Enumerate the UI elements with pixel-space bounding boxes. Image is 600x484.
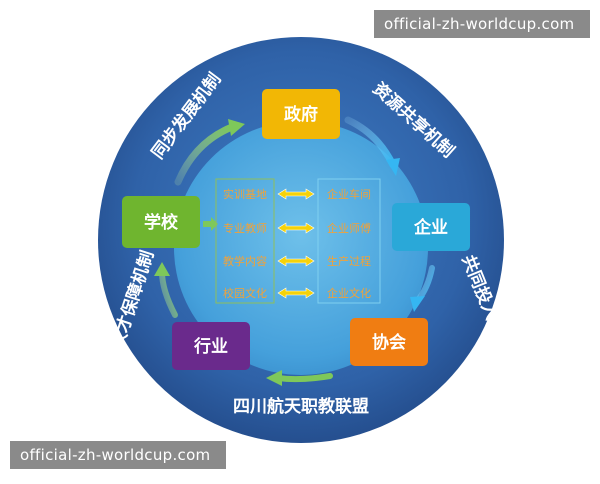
node-government: 政府 xyxy=(262,89,340,139)
node-industry-label: 行业 xyxy=(193,336,228,357)
node-association-label: 协会 xyxy=(372,332,406,353)
arrow-school-to-government xyxy=(174,119,245,186)
double-arrow-icon xyxy=(277,287,315,299)
pair-right-1: 企业车间 xyxy=(327,187,371,201)
pairs-right-frame xyxy=(317,178,381,304)
node-school-label: 学校 xyxy=(144,212,179,233)
pairs-table: 实训基地 专业教师 教学内容 校园文化 企业车间 企业师傅 生产过程 企业文化 xyxy=(223,187,371,300)
node-government-label: 政府 xyxy=(284,104,318,125)
arrow-government-to-enterprise xyxy=(344,116,400,176)
arrow-industry-to-school xyxy=(154,262,178,318)
watermark-bottom: official-zh-worldcup.com xyxy=(10,441,226,469)
watermark-top: official-zh-worldcup.com xyxy=(374,10,590,38)
pair-right-2: 企业师傅 xyxy=(327,221,371,235)
double-arrow-icon xyxy=(277,255,315,267)
pair-right-4: 企业文化 xyxy=(327,286,371,300)
double-arrow-icon xyxy=(277,222,315,234)
pair-left-2: 专业教师 xyxy=(223,221,267,235)
pair-left-3: 教学内容 xyxy=(223,254,267,268)
node-industry: 行业 xyxy=(172,322,250,370)
pairs-left-frame xyxy=(215,178,275,304)
pair-left-4: 校园文化 xyxy=(223,286,267,300)
node-enterprise-label: 企业 xyxy=(413,217,448,238)
alliance-title: 四川航天职教联盟 xyxy=(233,396,369,417)
pair-right-3: 生产过程 xyxy=(327,254,371,268)
arrow-enterprise-to-association xyxy=(410,265,435,312)
inner-circle xyxy=(174,121,428,375)
arrow-association-to-industry xyxy=(266,370,333,386)
pair-left-1: 实训基地 xyxy=(223,187,267,201)
school-to-table-arrow-icon xyxy=(203,217,218,231)
node-school: 学校 xyxy=(122,196,200,248)
node-enterprise: 企业 xyxy=(392,203,470,251)
double-arrow-icon xyxy=(277,188,315,200)
node-association: 协会 xyxy=(350,318,428,366)
